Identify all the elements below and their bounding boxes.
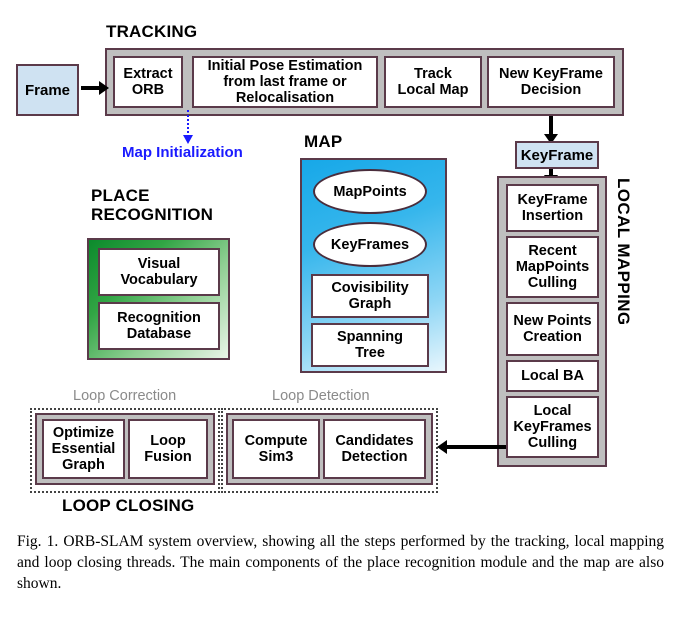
keyframe-box[interactable]: KeyFrame xyxy=(515,141,599,169)
local-mapping-node-local-ba[interactable]: Local BA xyxy=(506,360,599,392)
place-recognition-title: PLACE RECOGNITION xyxy=(91,186,214,224)
map-initialization-arrow-head xyxy=(183,135,193,144)
loop-closing-title: LOOP CLOSING xyxy=(62,496,195,515)
tracking-to-keyframe-arrow-head xyxy=(544,134,558,144)
tracking-title: TRACKING xyxy=(106,22,198,41)
frame-to-extract-orb-arrow-head xyxy=(99,81,109,95)
loop-detection-label: Loop Detection xyxy=(272,388,370,404)
map-node-covisibility-graph[interactable]: Covisibility Graph xyxy=(311,274,429,318)
local-mapping-node-recent-mappoints-culling[interactable]: Recent MapPoints Culling xyxy=(506,236,599,298)
loop-correction-group xyxy=(30,408,220,493)
tracking-to-keyframe-arrow-line xyxy=(549,116,553,136)
local-mapping-title: LOCAL MAPPING xyxy=(614,178,633,326)
map-title: MAP xyxy=(304,132,343,151)
loop-closing-node-compute-sim3[interactable]: Compute Sim3 xyxy=(232,419,320,479)
local-mapping-node-new-points-creation[interactable]: New Points Creation xyxy=(506,302,599,356)
map-node-keyframes[interactable]: KeyFrames xyxy=(313,222,427,267)
place-recognition-node-recognition-database[interactable]: Recognition Database xyxy=(98,302,220,350)
frame-to-extract-orb-arrow-line xyxy=(81,86,101,90)
loop-closing-node-candidates-detection[interactable]: Candidates Detection xyxy=(323,419,426,479)
frame-input-box[interactable]: Frame xyxy=(16,64,79,116)
loop-closing-node-optimize-essential-graph[interactable]: Optimize Essential Graph xyxy=(42,419,125,479)
tracking-node-track-local-map[interactable]: Track Local Map xyxy=(384,56,482,108)
map-node-spanning-tree[interactable]: Spanning Tree xyxy=(311,323,429,367)
figure-caption: Fig. 1. ORB-SLAM system overview, showin… xyxy=(17,533,664,592)
map-initialization-label: Map Initialization xyxy=(122,144,243,161)
local-mapping-to-loop-closing-arrow-head xyxy=(437,440,447,454)
local-mapping-to-loop-closing-arrow-line xyxy=(447,445,506,449)
tracking-node-extract-orb[interactable]: Extract ORB xyxy=(113,56,183,108)
tracking-node-initial-pose-estimation[interactable]: Initial Pose Estimation from last frame … xyxy=(192,56,378,108)
loop-correction-label: Loop Correction xyxy=(73,388,177,404)
map-node-mappoints[interactable]: MapPoints xyxy=(313,169,427,214)
map-initialization-arrow-line xyxy=(187,110,189,137)
place-recognition-node-visual-vocabulary[interactable]: Visual Vocabulary xyxy=(98,248,220,296)
loop-closing-node-loop-fusion[interactable]: Loop Fusion xyxy=(128,419,208,479)
local-mapping-node-local-keyframes-culling[interactable]: Local KeyFrames Culling xyxy=(506,396,599,458)
local-mapping-node-keyframe-insertion[interactable]: KeyFrame Insertion xyxy=(506,184,599,232)
keyframe-to-local-mapping-arrow-line xyxy=(549,169,553,177)
tracking-node-new-keyframe-decision[interactable]: New KeyFrame Decision xyxy=(487,56,615,108)
